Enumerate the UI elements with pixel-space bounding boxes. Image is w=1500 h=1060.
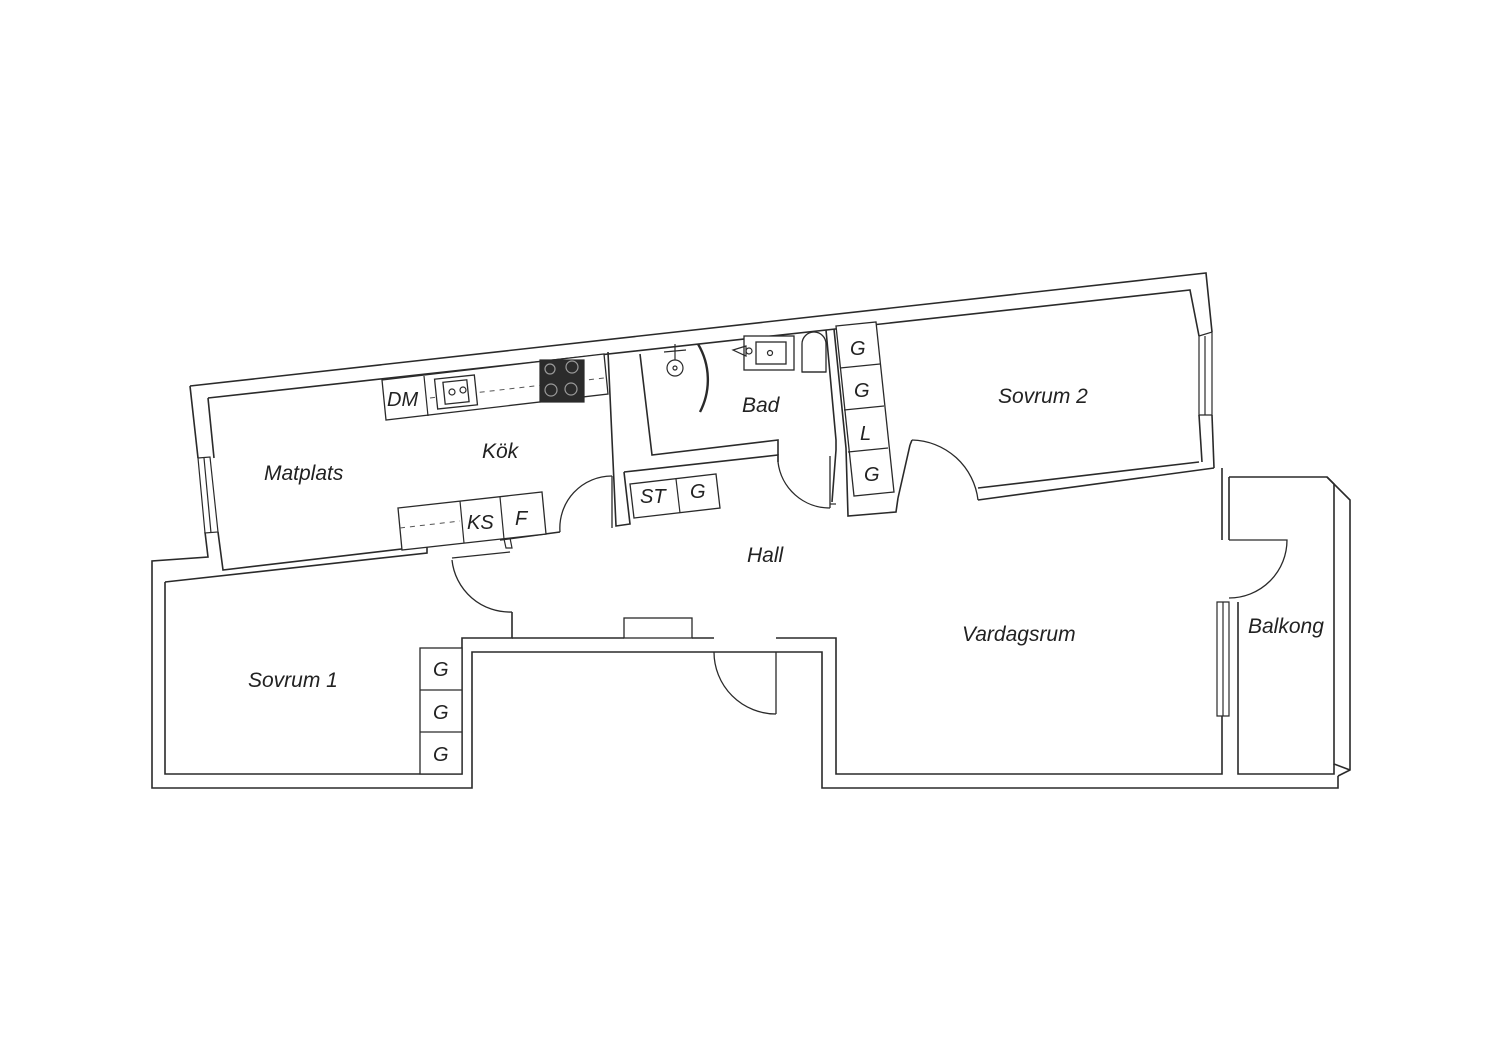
sovrum2-closets (835, 321, 895, 497)
door-sovrum1 (451, 559, 513, 613)
label-hall-closet: G (690, 481, 706, 503)
bath-fixtures (663, 331, 827, 413)
sink-icon (433, 374, 479, 410)
door-sovrum2 (911, 439, 979, 501)
inner-walls (607, 328, 1215, 527)
door-entrance (713, 651, 777, 715)
label-sovrum1-closet-2: G (433, 702, 449, 724)
label-sovrum2-closet-4: G (864, 464, 880, 486)
kitchen-counter-bottom (397, 491, 547, 551)
door-balcony (1228, 539, 1288, 599)
label-ks: KS (467, 512, 494, 534)
label-dm: DM (387, 389, 418, 411)
label-sovrum2-closet-3: L (860, 423, 871, 445)
stove-icon (539, 359, 585, 403)
labels: Kök Matplats Bad Sovrum 2 Hall Sovrum 1 … (248, 338, 1324, 766)
door-bath (777, 461, 831, 509)
label-st: ST (640, 486, 667, 508)
kitchen-fixtures (381, 353, 609, 551)
label-balkong: Balkong (1248, 615, 1324, 638)
windows (197, 331, 1230, 717)
entrance-mat (623, 617, 693, 639)
label-sovrum2-closet-2: G (854, 380, 870, 402)
label-hall: Hall (747, 544, 785, 567)
label-matplats: Matplats (264, 462, 344, 485)
door-kitchen (559, 475, 613, 533)
label-bad: Bad (742, 394, 781, 417)
sovrum1-closets (419, 647, 463, 775)
label-sovrum2: Sovrum 2 (998, 385, 1088, 408)
toilet-icon (801, 331, 827, 373)
shower-icon (663, 343, 710, 413)
label-vardagsrum: Vardagsrum (962, 623, 1076, 646)
hall-closet (629, 473, 721, 519)
label-kok: Kök (482, 440, 520, 463)
doors (451, 439, 1288, 715)
label-sovrum1: Sovrum 1 (248, 669, 338, 692)
label-f: F (515, 508, 529, 530)
label-sovrum1-closet-3: G (433, 744, 449, 766)
washbasin-icon (731, 335, 795, 371)
label-sovrum2-closet-1: G (850, 338, 866, 360)
label-sovrum1-closet-1: G (433, 659, 449, 681)
